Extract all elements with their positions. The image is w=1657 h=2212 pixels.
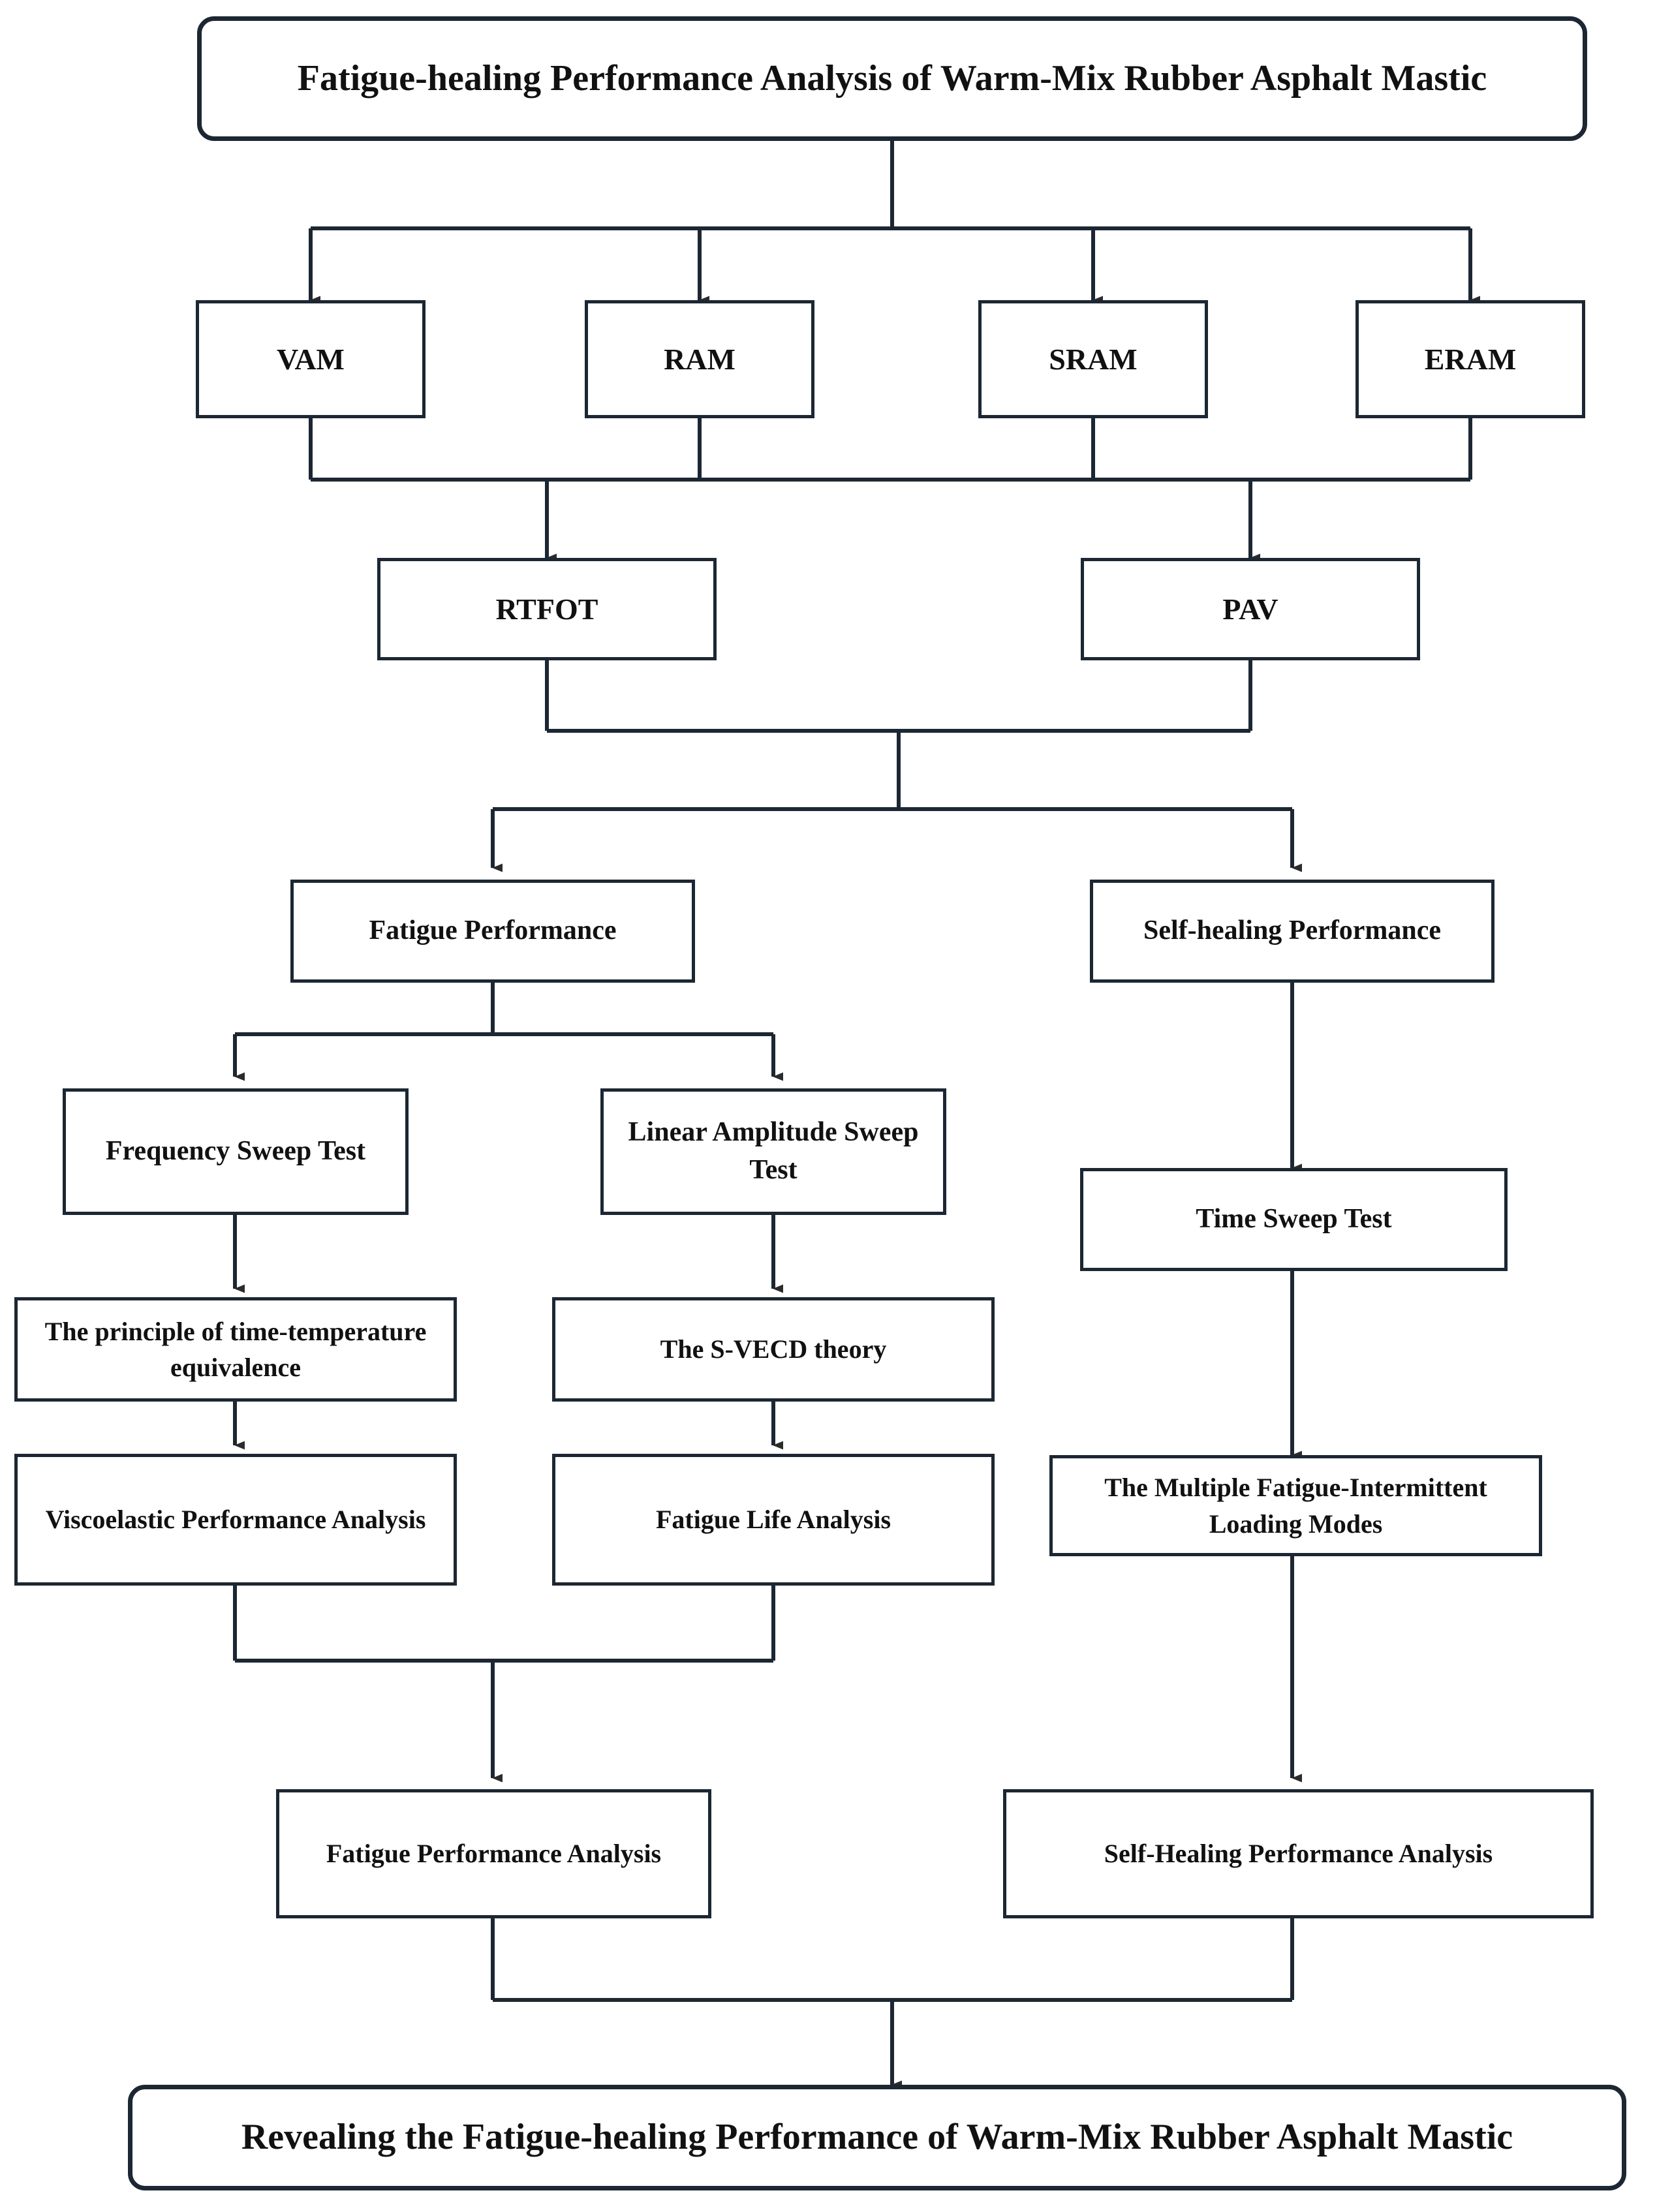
title-label: Fatigue-healing Performance Analysis of … bbox=[297, 57, 1487, 99]
theory-label: The Multiple Fatigue-Intermittent Loadin… bbox=[1104, 1473, 1487, 1539]
material-box-eram: ERAM bbox=[1355, 300, 1585, 418]
conclusion-box: Revealing the Fatigue-healing Performanc… bbox=[128, 2085, 1626, 2190]
summary-label: Fatigue Performance Analysis bbox=[326, 1839, 662, 1869]
theory-label: The principle of time-temperature equiva… bbox=[44, 1316, 427, 1382]
theory-box-time-temperature-equivalence: The principle of time-temperature equiva… bbox=[14, 1297, 457, 1402]
theory-box-s-vecd: The S-VECD theory bbox=[552, 1297, 995, 1402]
test-label: Time Sweep Test bbox=[1196, 1204, 1392, 1235]
material-label: VAM bbox=[277, 342, 345, 376]
test-label: Linear Amplitude Sweep Test bbox=[628, 1117, 919, 1185]
analysis-box-viscoelastic: Viscoelastic Performance Analysis bbox=[14, 1454, 457, 1586]
aging-label: PAV bbox=[1222, 592, 1278, 626]
aging-box-pav: PAV bbox=[1081, 558, 1420, 660]
aging-label: RTFOT bbox=[495, 592, 598, 626]
theory-label: The S-VECD theory bbox=[660, 1334, 887, 1364]
summary-box-fatigue-performance-analysis: Fatigue Performance Analysis bbox=[276, 1789, 711, 1918]
analysis-label: Fatigue Life Analysis bbox=[655, 1505, 891, 1535]
performance-label: Fatigue Performance bbox=[369, 915, 617, 946]
performance-label: Self-healing Performance bbox=[1143, 915, 1442, 946]
test-box-time-sweep: Time Sweep Test bbox=[1080, 1168, 1508, 1271]
performance-box-self-healing: Self-healing Performance bbox=[1090, 880, 1494, 983]
analysis-box-fatigue-life: Fatigue Life Analysis bbox=[552, 1454, 995, 1586]
aging-box-rtfot: RTFOT bbox=[377, 558, 717, 660]
summary-label: Self-Healing Performance Analysis bbox=[1104, 1839, 1493, 1869]
material-box-vam: VAM bbox=[196, 300, 426, 418]
material-box-sram: SRAM bbox=[978, 300, 1208, 418]
test-box-linear-amplitude-sweep: Linear Amplitude Sweep Test bbox=[600, 1088, 946, 1215]
material-label: RAM bbox=[664, 342, 736, 376]
analysis-label: Viscoelastic Performance Analysis bbox=[45, 1505, 426, 1535]
theory-box-multiple-fatigue-loading-modes: The Multiple Fatigue-Intermittent Loadin… bbox=[1049, 1455, 1542, 1556]
performance-box-fatigue: Fatigue Performance bbox=[290, 880, 695, 983]
conclusion-label: Revealing the Fatigue-healing Performanc… bbox=[241, 2117, 1513, 2158]
title-box: Fatigue-healing Performance Analysis of … bbox=[197, 16, 1587, 141]
material-box-ram: RAM bbox=[585, 300, 814, 418]
material-label: SRAM bbox=[1049, 342, 1138, 376]
summary-box-self-healing-performance-analysis: Self-Healing Performance Analysis bbox=[1003, 1789, 1594, 1918]
test-box-frequency-sweep: Frequency Sweep Test bbox=[63, 1088, 409, 1215]
test-label: Frequency Sweep Test bbox=[105, 1136, 366, 1167]
material-label: ERAM bbox=[1424, 342, 1517, 376]
